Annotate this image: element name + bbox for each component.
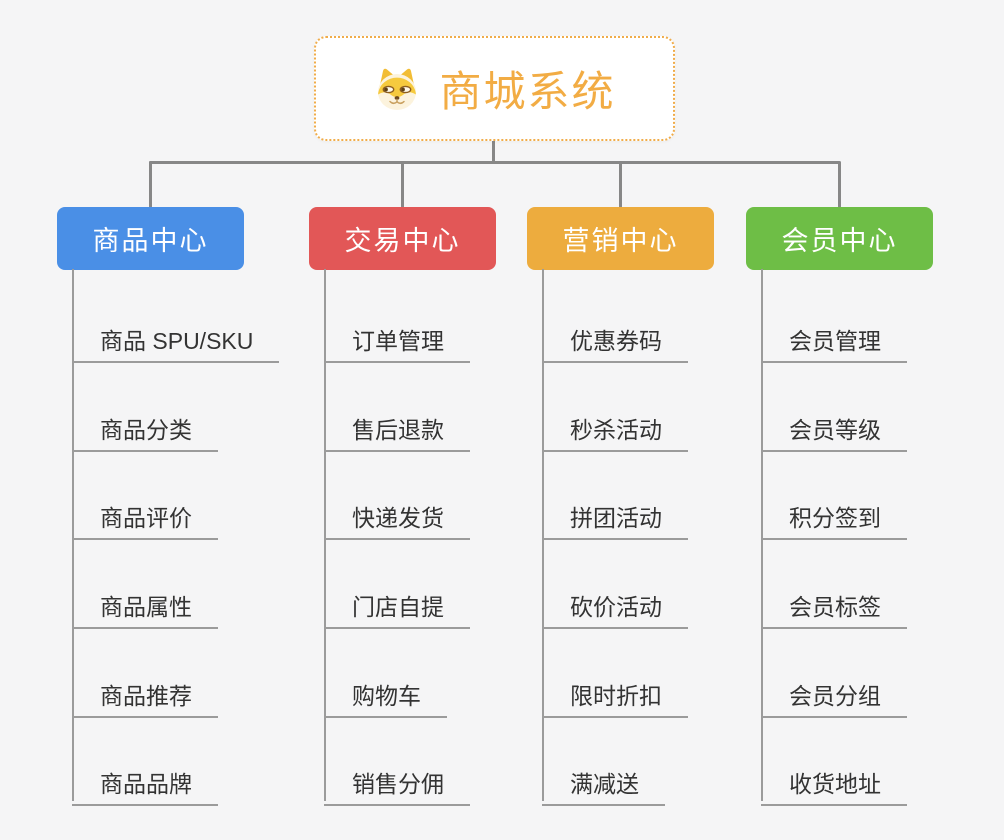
- leaf-node[interactable]: 砍价活动: [542, 580, 688, 629]
- branch-line-member-center: [761, 269, 763, 801]
- leaf-node[interactable]: 商品推荐: [72, 669, 218, 718]
- leaf-node[interactable]: 拼团活动: [542, 491, 688, 540]
- shiba-dog-icon: [373, 67, 421, 111]
- leaf-node[interactable]: 积分签到: [761, 491, 907, 540]
- leaf-node[interactable]: 售后退款: [324, 403, 470, 452]
- leaf-node[interactable]: 满减送: [542, 757, 665, 806]
- branch-header-product-center[interactable]: 商品中心: [57, 207, 244, 270]
- branch-line-product-center: [72, 269, 74, 801]
- connector-stub-trade: [401, 161, 404, 208]
- leaf-node[interactable]: 销售分佣: [324, 757, 470, 806]
- leaf-node[interactable]: 收货地址: [761, 757, 907, 806]
- connector-stub-member: [838, 161, 841, 208]
- branch-header-member-center[interactable]: 会员中心: [746, 207, 933, 270]
- leaf-node[interactable]: 门店自提: [324, 580, 470, 629]
- connector-root-stub: [492, 139, 495, 164]
- leaf-node[interactable]: 会员标签: [761, 580, 907, 629]
- leaf-node[interactable]: 订单管理: [324, 314, 470, 363]
- leaf-node[interactable]: 商品品牌: [72, 757, 218, 806]
- connector-bus: [149, 161, 840, 164]
- branch-header-trade-center[interactable]: 交易中心: [309, 207, 496, 270]
- leaf-node[interactable]: 快递发货: [324, 491, 470, 540]
- leaf-node[interactable]: 会员等级: [761, 403, 907, 452]
- leaf-node[interactable]: 优惠券码: [542, 314, 688, 363]
- leaf-node[interactable]: 秒杀活动: [542, 403, 688, 452]
- root-title: 商城系统: [439, 68, 616, 115]
- leaf-node[interactable]: 商品属性: [72, 580, 218, 629]
- leaf-node[interactable]: 购物车: [324, 669, 447, 718]
- root-node[interactable]: 商城系统: [314, 36, 675, 141]
- leaf-node[interactable]: 会员分组: [761, 669, 907, 718]
- branch-line-trade-center: [324, 269, 326, 801]
- branch-header-marketing-center[interactable]: 营销中心: [527, 207, 714, 270]
- leaf-node[interactable]: 会员管理: [761, 314, 907, 363]
- connector-stub-marketing: [619, 161, 622, 208]
- leaf-node[interactable]: 限时折扣: [542, 669, 688, 718]
- connector-stub-product: [149, 161, 152, 208]
- branch-line-marketing-center: [542, 269, 544, 801]
- leaf-node[interactable]: 商品分类: [72, 403, 218, 452]
- leaf-node[interactable]: 商品 SPU/SKU: [72, 314, 280, 363]
- leaf-node[interactable]: 商品评价: [72, 491, 218, 540]
